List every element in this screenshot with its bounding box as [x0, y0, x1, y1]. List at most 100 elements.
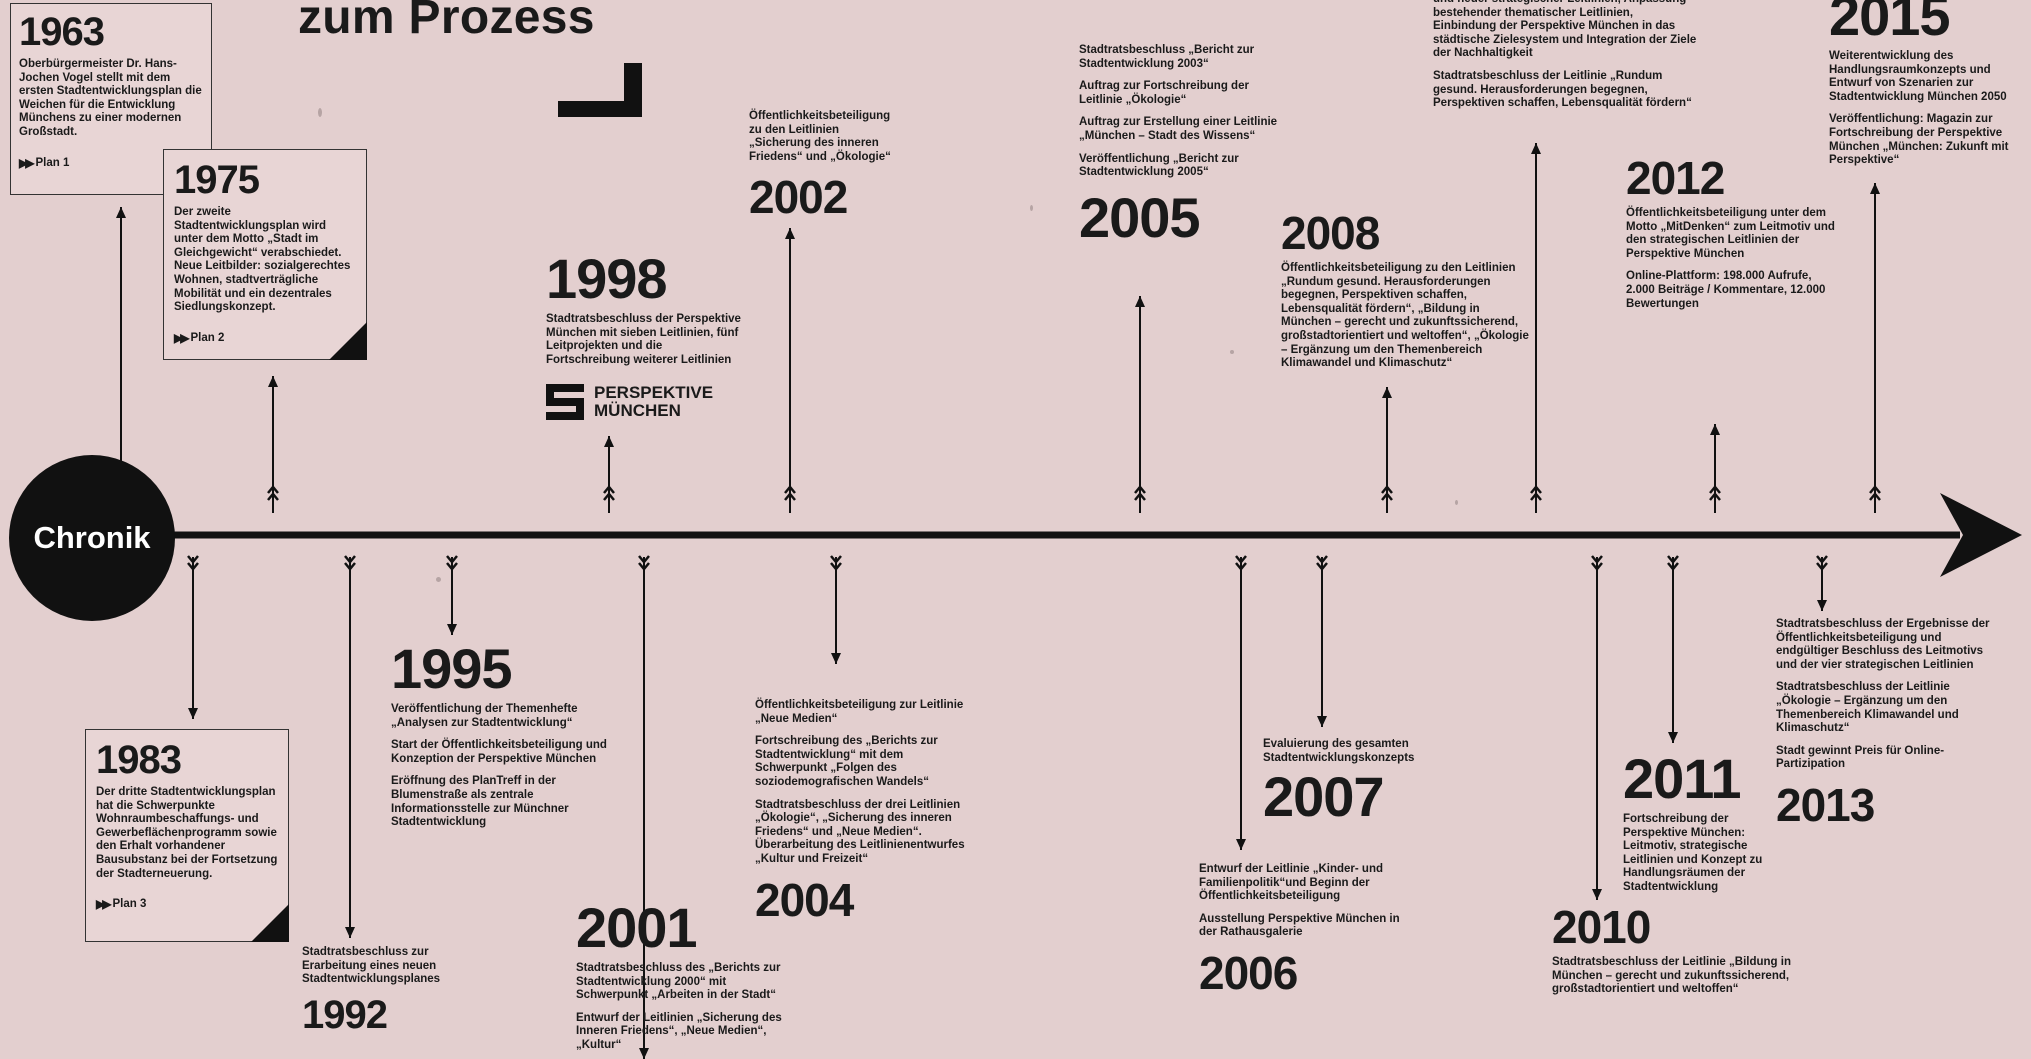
arrow-fletching-icon [446, 562, 458, 571]
entry-text: Stadt gewinnt Preis für Online-Partizipa… [1776, 744, 1945, 771]
plan-label: Plan 2 [190, 331, 225, 344]
entry-text: Veröffentlichung „Bericht zur Stadtentwi… [1079, 152, 1239, 179]
entry-2011: 2011 Fortschreibung der Perspektive Münc… [1623, 751, 1773, 895]
arrow-fletching-icon [603, 485, 615, 494]
page-fold-corner [251, 904, 289, 942]
arrow-fletching-icon [344, 555, 356, 564]
entry-text: Stadtratsbeschluss „Bericht zur Stadtent… [1079, 44, 1255, 70]
arrow-tip-icon [639, 1048, 649, 1059]
entry-text: Entwurf der Leitlinien „Sicherung des In… [576, 1011, 782, 1051]
entry-text: Entwurf der Leitlinie „Kinder- und Famil… [1199, 863, 1383, 903]
arrow-tip-icon [1317, 716, 1327, 727]
card-1983: 1983 Der dritte Stadtentwicklungsplan ha… [85, 729, 289, 942]
arrow-fletching-icon [1816, 562, 1828, 571]
year-label: 2012 [1626, 152, 1725, 204]
arrow-fletching-icon [187, 555, 199, 564]
entry-1995: 1995 Veröffentlichung der Themenhefte „A… [391, 641, 621, 830]
entry-2005: Stadtratsbeschluss „Bericht zur Stadtent… [1079, 44, 1279, 246]
entry-2006: Entwurf der Leitlinie „Kinder- und Famil… [1199, 863, 1409, 996]
double-chevron-icon: ▶▶ [96, 897, 112, 912]
arrow-fletching-icon [1381, 485, 1393, 494]
entry-2007: Evaluierung des gesamten Stadtentwicklun… [1263, 738, 1438, 825]
entry-text: Stadtratsbeschluss der Leitlinie „Ökolog… [1776, 681, 1959, 735]
entry-2008: 2008 Öffentlichkeitsbeteiligung zu den L… [1281, 210, 1531, 371]
arrow-fletching-icon [187, 562, 199, 571]
entry-text: Öffentlichkeitsbeteiligung zu den Leitli… [1281, 262, 1529, 370]
plan-link[interactable]: ▶▶ Plan 1 [19, 156, 203, 170]
double-chevron-icon: ▶▶ [19, 155, 35, 170]
entry-text: Veröffentlichung: Magazin zur Fortschrei… [1829, 113, 2009, 167]
year-label: 2004 [755, 873, 854, 926]
arrow-fletching-icon [446, 555, 458, 564]
arrow-fletching-icon [1381, 492, 1393, 501]
page-heading: zum Prozess [298, 0, 595, 44]
arrow-tip-icon [604, 436, 614, 447]
arrow-tip-icon [1236, 839, 1246, 850]
page-fold-corner [329, 322, 367, 360]
entry-text: Stadtratsbeschluss der Perspektive Münch… [546, 313, 741, 366]
entry-2004: Öffentlichkeitsbeteiligung zur Leitlinie… [755, 699, 975, 923]
logo-line: MÜNCHEN [594, 401, 681, 420]
arrow-fletching-icon [784, 485, 796, 494]
entry-text: Stadtratsbeschluss der Leitlinie „Rundum… [1433, 69, 1692, 110]
paper-speck [1230, 350, 1234, 354]
arrow-fletching-icon [1667, 555, 1679, 564]
entry-text: und neuer strategischer Leitlinien, Anpa… [1433, 0, 1697, 60]
paper-speck [318, 108, 322, 117]
year-label: 1963 [19, 10, 105, 54]
entry-text: Ausstellung Perspektive München in der R… [1199, 912, 1400, 939]
arrowhead-right-icon [1940, 493, 2022, 577]
entry-text: Der zweite Stadtentwicklungsplan wird un… [174, 206, 351, 314]
entry-text: Der dritte Stadtentwicklungsplan hat die… [96, 786, 278, 880]
arrow-fletching-icon [1235, 555, 1247, 564]
arrow-fletching-icon [1530, 485, 1542, 494]
entry-2012: 2012 Öffentlichkeitsbeteiligung unter de… [1626, 155, 1836, 311]
arrow-fletching-icon [1316, 555, 1328, 564]
entry-2002: Öffentlichkeitsbeteiligung zu den Leitli… [749, 110, 899, 220]
year-label: 2015 [1829, 0, 1951, 47]
arrow-fletching-icon [1709, 485, 1721, 494]
entry-text: Stadtratsbeschluss der Ergebnisse der Öf… [1776, 618, 1990, 671]
entry-text: Evaluierung des gesamten Stadtentwicklun… [1263, 738, 1415, 764]
arrow-fletching-icon [267, 492, 279, 501]
arrow-fletching-icon [603, 492, 615, 501]
arrow-fletching-icon [830, 555, 842, 564]
year-label: 2010 [1552, 901, 1651, 953]
plan-link[interactable]: ▶▶ Plan 2 [174, 331, 356, 345]
year-label: 1975 [174, 158, 260, 202]
entry-1992: Stadtratsbeschluss zur Erarbeitung eines… [302, 946, 467, 1035]
arrow-tip-icon [1817, 600, 1827, 611]
year-label: 1992 [302, 992, 388, 1037]
plan-link[interactable]: ▶▶ Plan 3 [96, 897, 278, 911]
plan-label: Plan 1 [35, 156, 70, 169]
entry-text: Oberbürgermeister Dr. Hans-Jochen Vogel … [19, 58, 202, 138]
arrow-fletching-icon [1530, 492, 1542, 501]
entry-text: Fortschreibung des „Berichts zur Stadten… [755, 735, 938, 788]
year-label: 2006 [1199, 946, 1298, 999]
arrow-fletching-icon [1869, 492, 1881, 501]
arrow-fletching-icon [1591, 562, 1603, 571]
arrow-fletching-icon [1591, 555, 1603, 564]
arrow-tip-icon [831, 653, 841, 664]
arrow-fletching-icon [638, 555, 650, 564]
paper-speck [1030, 205, 1033, 211]
plan-label: Plan 3 [112, 898, 147, 911]
year-label: 2013 [1776, 778, 1875, 831]
perspektive-muenchen-logo: PERSPEKTIVE MÜNCHEN [546, 384, 713, 420]
year-label: 2005 [1079, 185, 1201, 249]
arrow-fletching-icon [1134, 492, 1146, 501]
arrow-tip-icon [447, 624, 457, 635]
year-label: 2001 [576, 896, 698, 959]
entry-text: Fortschreibung der Perspektive München: … [1623, 813, 1763, 893]
entry-2013: Stadtratsbeschluss der Ergebnisse der Öf… [1776, 618, 1991, 828]
arrow-fletching-icon [1134, 485, 1146, 494]
arrow-tip-icon [1531, 143, 1541, 154]
arrow-tip-icon [1382, 387, 1392, 398]
arrow-fletching-icon [1709, 492, 1721, 501]
logo-line: PERSPEKTIVE [594, 383, 714, 402]
entry-2015: 2015 Weiterentwicklung des Handlungsraum… [1829, 0, 2029, 168]
arrow-tip-icon [1592, 889, 1602, 900]
arrow-tip-icon [1668, 732, 1678, 743]
arrow-fletching-icon [784, 492, 796, 501]
